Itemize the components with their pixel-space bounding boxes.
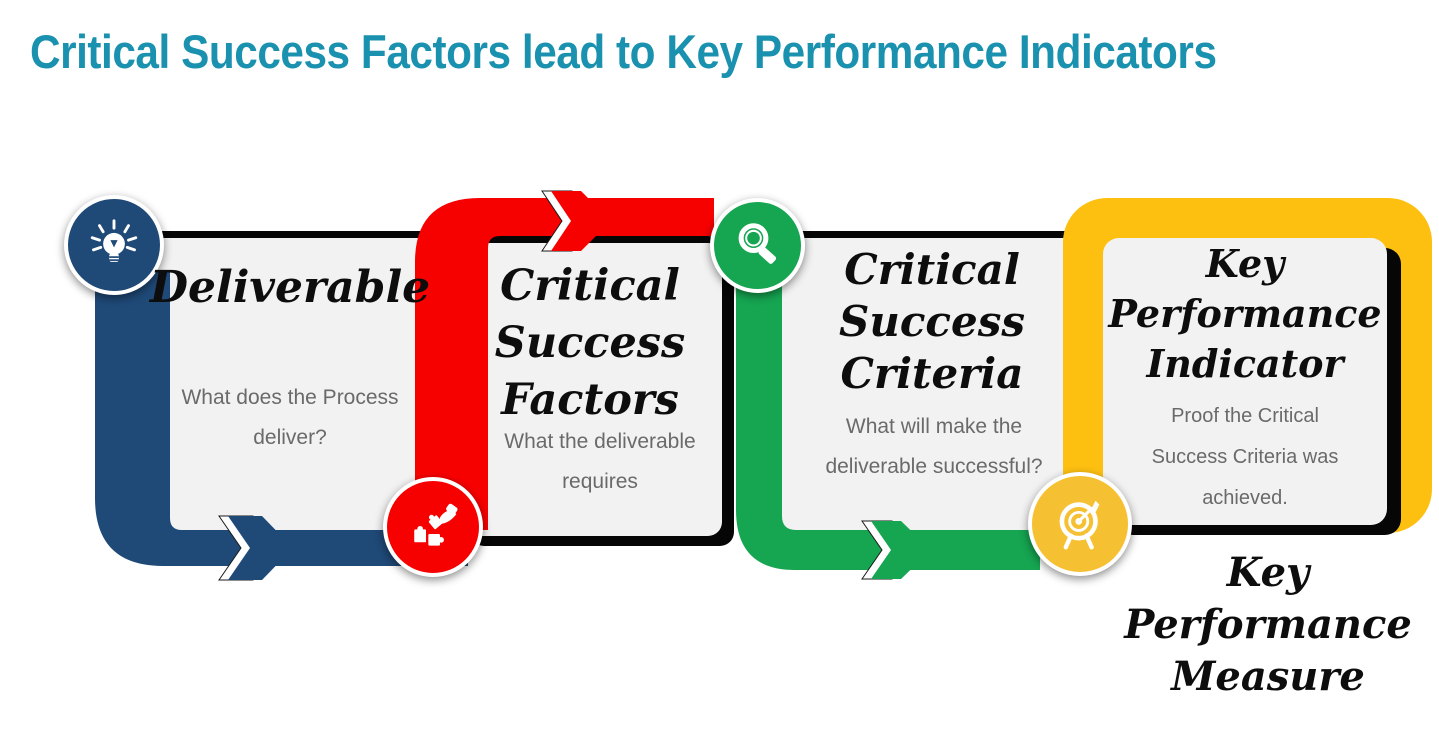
- body-line: What the deliverable: [504, 430, 696, 453]
- body-line: achieved.: [1202, 487, 1288, 509]
- puzzle-hand-icon: [414, 503, 458, 546]
- body-line: requires: [562, 470, 638, 493]
- magnifier-icon: [738, 222, 776, 264]
- target-icon: [1059, 500, 1100, 550]
- body-line: Proof the Critical: [1171, 405, 1319, 427]
- lightbulb-icon: [90, 219, 138, 262]
- card2-heading: Critical Success Factors: [455, 258, 725, 429]
- heading-line: Performance: [1108, 291, 1382, 336]
- heading-line: Deliverable: [149, 262, 431, 313]
- body-line: What will make the: [845, 415, 1023, 438]
- card1-heading: Deliverable: [130, 262, 450, 314]
- footer-line: Key: [1226, 549, 1310, 596]
- body-line: deliverable successful?: [825, 455, 1043, 478]
- kpi-badge: [1028, 472, 1132, 576]
- heading-line: Critical: [844, 245, 1020, 294]
- card-key-performance-indicator: [1103, 238, 1387, 525]
- footer-line: Measure: [1171, 653, 1365, 700]
- body-line: deliver?: [253, 426, 327, 449]
- footer-line: Performance: [1124, 601, 1412, 648]
- diagram-title: Critical Success Factors lead to Key Per…: [30, 25, 1217, 78]
- heading-line: Key: [1205, 241, 1285, 286]
- heading-line: Success: [494, 318, 686, 368]
- heading-line: Factors: [501, 375, 679, 425]
- heading-line: Critical: [500, 261, 680, 311]
- card3-heading: Critical Success Criteria: [782, 244, 1082, 400]
- card4-body: Proof the Critical Success Criteria was …: [1103, 396, 1387, 519]
- body-line: Success Criteria was: [1151, 446, 1339, 468]
- key-performance-measure-label: Key Performance Measure: [1100, 547, 1436, 703]
- card2-body: What the deliverable requires: [450, 422, 750, 502]
- card1-body: What does the Process deliver?: [130, 378, 450, 458]
- heading-line: Criteria: [840, 349, 1024, 398]
- heading-line: Success: [838, 297, 1026, 346]
- heading-line: Indicator: [1146, 341, 1344, 386]
- body-line: What does the Process: [181, 386, 399, 409]
- card4-heading: Key Performance Indicator: [1103, 239, 1387, 389]
- card3-body: What will make the deliverable successfu…: [779, 407, 1089, 487]
